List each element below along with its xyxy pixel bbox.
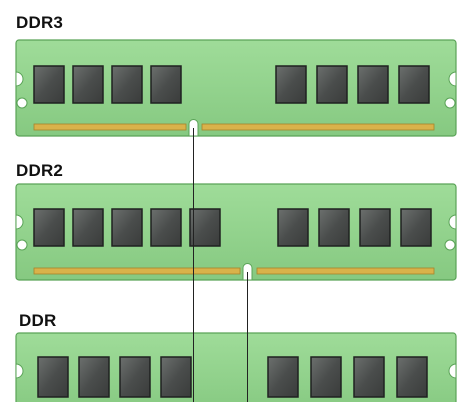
memory-chip <box>111 208 143 247</box>
memory-chip <box>353 356 385 398</box>
ddr-chips-left <box>37 356 192 398</box>
ddr2-left-hole <box>16 239 28 251</box>
memory-chip <box>267 356 299 398</box>
memory-chip <box>33 65 65 104</box>
memory-chip <box>400 208 432 247</box>
ddr2-module <box>15 183 457 281</box>
ddr-label: DDR <box>19 311 57 330</box>
ddr2-key-notch <box>242 263 253 281</box>
ddr-left-side-notch <box>15 363 24 379</box>
ddr-chips-right <box>267 356 428 398</box>
ddr3-label: DDR3 <box>16 13 64 32</box>
memory-chip <box>160 356 192 398</box>
memory-chip <box>316 65 348 104</box>
memory-chip <box>357 65 389 104</box>
ddr-module <box>15 332 457 402</box>
ddr3-pcb <box>15 39 457 137</box>
ddr2-contacts-right <box>256 267 435 275</box>
memory-chip <box>78 356 110 398</box>
memory-chip <box>318 208 350 247</box>
ddr2-left-side-notch <box>15 214 24 230</box>
memory-chip <box>150 208 182 247</box>
memory-chip <box>359 208 391 247</box>
ddr3-left-hole <box>16 97 28 109</box>
memory-chip <box>398 65 430 104</box>
memory-chip <box>37 356 69 398</box>
memory-chip <box>72 208 104 247</box>
memory-chip <box>396 356 428 398</box>
ddr2-pcb <box>15 183 457 281</box>
ddr3-right-hole <box>444 97 456 109</box>
ddr2-chips-right <box>277 208 432 247</box>
memory-chip <box>111 65 143 104</box>
ddr3-right-side-notch <box>448 71 457 87</box>
ddr2-label: DDR2 <box>16 161 64 180</box>
ddr3-chips-left <box>33 65 182 104</box>
ddr3-key-notch <box>188 119 199 137</box>
memory-chip <box>72 65 104 104</box>
ddr2-right-hole <box>444 239 456 251</box>
ddr3-left-side-notch <box>15 71 24 87</box>
memory-chip <box>275 65 307 104</box>
ddr3-contacts-left <box>33 123 187 131</box>
ddr3-chips-right <box>275 65 430 104</box>
ddr3-contacts-right <box>201 123 435 131</box>
ddr2-chips-left <box>33 208 221 247</box>
ddr2-right-side-notch <box>448 214 457 230</box>
ddr2-contacts-left <box>33 267 241 275</box>
memory-chip <box>33 208 65 247</box>
memory-chip <box>189 208 221 247</box>
memory-chip <box>150 65 182 104</box>
ddr-right-side-notch <box>448 363 457 379</box>
memory-chip <box>119 356 151 398</box>
memory-chip <box>310 356 342 398</box>
memory-chip <box>277 208 309 247</box>
ddr3-module <box>15 39 457 137</box>
